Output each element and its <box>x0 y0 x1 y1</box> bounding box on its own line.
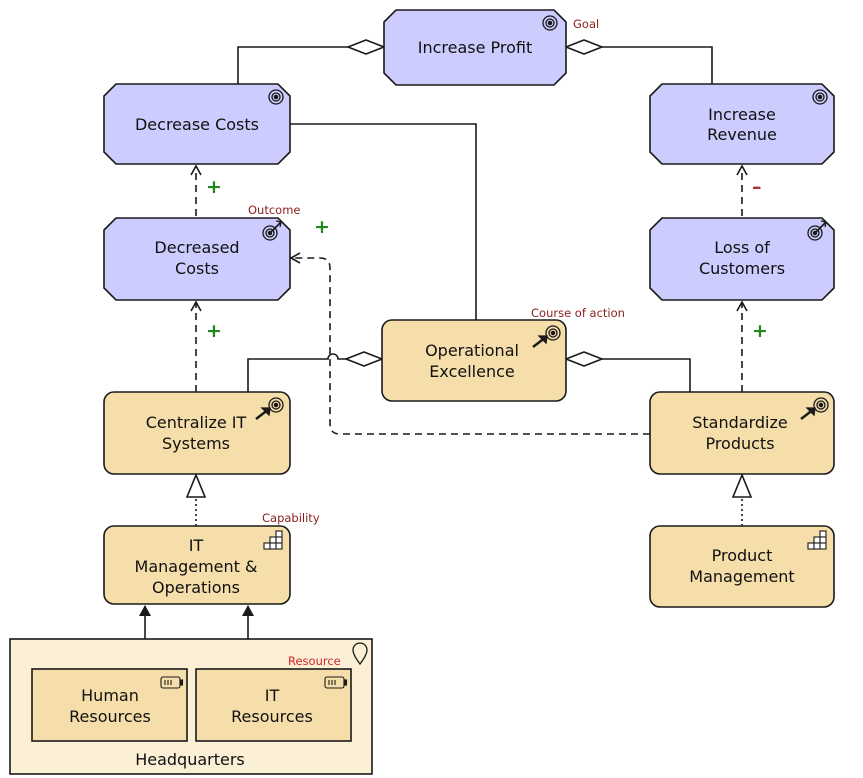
capability-product-management[interactable]: Product Management <box>649 525 835 608</box>
outcome-icon <box>807 220 827 241</box>
node-label: Decreased <box>154 238 239 257</box>
node-label: Customers <box>699 259 785 278</box>
svg-text:Resources: Resources <box>231 707 313 726</box>
resource-icon <box>324 676 348 689</box>
tag-outcome: Outcome <box>248 203 301 217</box>
outcome-icon <box>262 220 282 241</box>
course-of-action-operational-excellence[interactable]: Operational Excellence <box>381 319 567 402</box>
node-label: IT <box>265 686 280 705</box>
resource-it-resources[interactable]: IT Resources <box>195 668 352 742</box>
node-label: Decrease Costs <box>135 115 259 134</box>
realization-triangle <box>731 472 753 498</box>
tag-goal: Goal <box>573 17 599 31</box>
association-decrease-costs-opex[interactable] <box>290 123 477 320</box>
aggregation-profit-decrease-costs[interactable] <box>237 46 348 84</box>
svg-text:Increase: Increase <box>708 105 776 124</box>
svg-text:Headquarters: Headquarters <box>135 750 245 769</box>
aggregation-diamond <box>563 39 605 55</box>
svg-text:Resources: Resources <box>69 707 151 726</box>
goal-decrease-costs[interactable]: Decrease Costs <box>103 83 291 165</box>
aggregation-diamond <box>343 351 385 367</box>
aggregation-opex-centralize[interactable] <box>247 353 346 392</box>
svg-text:Standardize: Standardize <box>692 413 787 432</box>
goal-icon <box>542 15 558 31</box>
node-label: Revenue <box>707 125 777 144</box>
node-label: Increase <box>708 105 776 124</box>
capability-it-management[interactable]: IT Management & Operations <box>103 525 291 605</box>
node-label: Management & <box>135 557 258 576</box>
node-label: IT <box>189 536 204 555</box>
node-label: Excellence <box>429 362 514 381</box>
node-label: Management <box>689 567 794 586</box>
svg-text:Products: Products <box>705 434 774 453</box>
capability-icon <box>807 530 827 550</box>
aggregation-diamond <box>563 351 605 367</box>
svg-text:IT: IT <box>189 536 204 555</box>
node-label: Operations <box>152 578 240 597</box>
goal-increase-revenue[interactable]: Increase Revenue <box>649 83 835 165</box>
node-label: Resources <box>69 707 151 726</box>
svg-text:Management &: Management & <box>135 557 258 576</box>
svg-text:Decreased: Decreased <box>154 238 239 257</box>
course-of-action-icon <box>532 325 561 348</box>
aggregation-profit-increase-revenue[interactable] <box>602 46 713 84</box>
location-icon <box>352 642 368 666</box>
svg-text:Decrease Costs: Decrease Costs <box>135 115 259 134</box>
node-label: Loss of <box>714 238 770 257</box>
node-label: Systems <box>162 434 230 453</box>
svg-text:Customers: Customers <box>699 259 785 278</box>
node-label: Resources <box>231 707 313 726</box>
svg-text:Centralize IT: Centralize IT <box>146 413 247 432</box>
svg-text:Operations: Operations <box>152 578 240 597</box>
svg-text:Product: Product <box>712 546 773 565</box>
course-of-action-centralize-it[interactable]: Centralize IT Systems <box>103 391 291 475</box>
node-label: Increase Profit <box>418 38 533 57</box>
tag-capability: Capability <box>262 511 320 525</box>
node-label: Human <box>81 686 139 705</box>
capability-icon <box>263 530 283 550</box>
svg-text:Costs: Costs <box>175 259 219 278</box>
svg-text:Loss of: Loss of <box>714 238 770 257</box>
node-label: Operational <box>425 341 519 360</box>
influence-sign-loss-to-revenue: – <box>752 176 762 198</box>
svg-text:IT: IT <box>265 686 280 705</box>
node-label: Product <box>712 546 773 565</box>
svg-text:Excellence: Excellence <box>429 362 514 381</box>
course-of-action-icon <box>255 397 284 420</box>
svg-text:Management: Management <box>689 567 794 586</box>
influence-standardize-to-decreased[interactable] <box>289 252 650 435</box>
node-label: Products <box>705 434 774 453</box>
node-label: Costs <box>175 259 219 278</box>
goal-icon <box>812 89 828 105</box>
aggregation-opex-standardize[interactable] <box>602 358 691 392</box>
outcome-decreased-costs[interactable]: Decreased Costs <box>103 217 291 301</box>
svg-text:Increase Profit: Increase Profit <box>418 38 533 57</box>
influence-sign-standardize-to-loss: + <box>752 320 768 342</box>
realization-triangle <box>185 472 207 498</box>
node-label: Centralize IT <box>146 413 247 432</box>
goal-icon <box>268 89 284 105</box>
goal-increase-profit[interactable]: Increase Profit <box>383 9 567 86</box>
svg-text:Revenue: Revenue <box>707 125 777 144</box>
outcome-loss-of-customers[interactable]: Loss of Customers <box>649 217 835 301</box>
resource-human-resources[interactable]: Human Resources <box>31 668 188 742</box>
influence-sign-standardize-to-decreased: + <box>314 216 330 238</box>
influence-sign-decreased-to-decrease: + <box>206 176 222 198</box>
resource-icon <box>160 676 184 689</box>
aggregation-diamond <box>345 39 387 55</box>
course-of-action-icon <box>800 397 829 420</box>
svg-text:Operational: Operational <box>425 341 519 360</box>
tag-resource: Resource <box>288 654 341 668</box>
connections <box>139 39 753 670</box>
influence-sign-centralize-to-decreased: + <box>206 320 222 342</box>
svg-text:Systems: Systems <box>162 434 230 453</box>
location-label: Headquarters <box>135 750 245 769</box>
course-of-action-standardize-products[interactable]: Standardize Products <box>649 391 835 475</box>
tag-course-of-action: Course of action <box>531 306 625 320</box>
node-label: Standardize <box>692 413 787 432</box>
svg-text:Human: Human <box>81 686 139 705</box>
